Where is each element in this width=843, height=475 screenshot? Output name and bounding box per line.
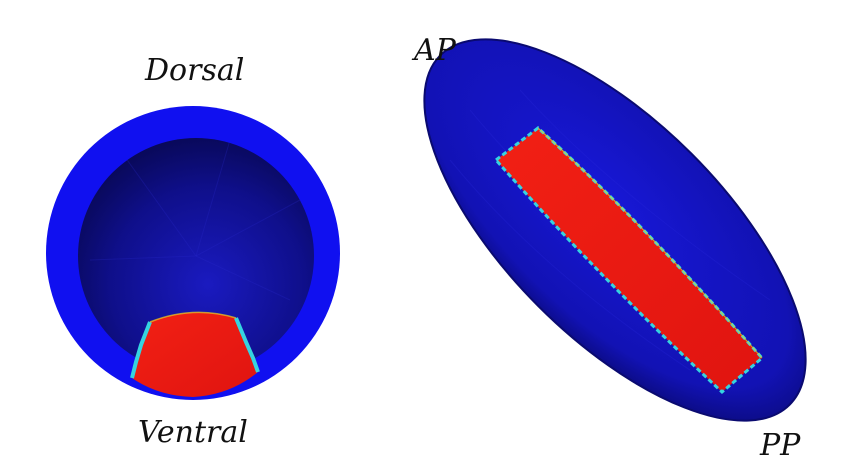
- cross-section-panel: [46, 106, 340, 400]
- ventral-boundary-right: [234, 317, 260, 373]
- ventral-boundary-top: [149, 311, 237, 323]
- dorsal-label: Dorsal: [144, 53, 244, 88]
- cavity-texture: [89, 139, 301, 301]
- red-band-boundary: [493, 126, 765, 395]
- red-band-edge-highlight: [537, 127, 763, 359]
- inner-cavity: [78, 138, 314, 374]
- ap-label: AP: [411, 33, 457, 68]
- red-band-domain: [496, 128, 762, 392]
- ventral-boundary-left: [130, 321, 152, 379]
- ventral-label: Ventral: [138, 415, 248, 450]
- ventral-red-domain: [132, 312, 258, 397]
- ellipsoid-panel: [423, 38, 807, 422]
- pp-label: PP: [759, 428, 801, 463]
